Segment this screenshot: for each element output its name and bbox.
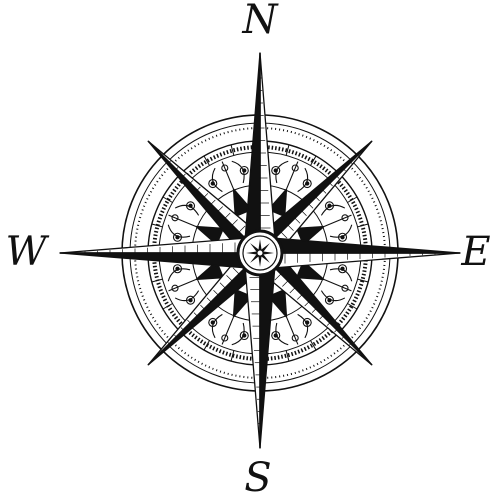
scroll-bud (221, 164, 229, 172)
center-star-ray (258, 239, 262, 253)
scroll-curl (211, 313, 223, 339)
scroll-dot (210, 181, 215, 186)
scroll-curl (297, 313, 309, 339)
center-medallion (236, 229, 284, 277)
scroll-curl (320, 204, 346, 216)
scroll-ornaments (167, 160, 353, 346)
scroll-swirl (337, 264, 348, 274)
scroll-swirl (208, 317, 218, 328)
scroll-swirl (271, 165, 281, 176)
scroll-stem (324, 214, 352, 227)
scroll-curl (167, 224, 191, 238)
scroll-swirl (271, 330, 281, 341)
scroll-curl (275, 160, 289, 184)
scroll-dot (242, 168, 247, 173)
center-star-ray (258, 253, 262, 267)
center-star-ray (246, 251, 260, 255)
scroll-swirl (208, 178, 218, 189)
cardinal-point-3 (59, 236, 261, 270)
scroll-swirl (302, 178, 312, 189)
west-label: W (5, 229, 47, 275)
scroll-stem (168, 279, 196, 292)
center-star-ray (250, 243, 260, 253)
scroll-stem (286, 317, 299, 345)
scroll-swirl (337, 232, 348, 242)
scroll-swirl (185, 201, 196, 211)
scroll-curl (275, 322, 289, 346)
scroll-swirl (185, 295, 196, 305)
scroll-bud (291, 164, 299, 172)
scroll-swirl (302, 317, 312, 328)
scroll-stem (221, 161, 234, 189)
intercardinal-point-1 (249, 242, 373, 366)
scroll-curl (167, 268, 191, 282)
scroll-dot (273, 168, 278, 173)
scroll-dot (175, 235, 180, 240)
scroll-bud (341, 214, 349, 222)
scroll-curl (231, 322, 245, 346)
scroll-dot (340, 266, 345, 271)
scroll-curl (174, 204, 200, 216)
scroll-bud (341, 284, 349, 292)
scroll-dot (305, 320, 310, 325)
scroll-dot (175, 266, 180, 271)
scroll-bud (171, 214, 179, 222)
scroll-dot (273, 333, 278, 338)
scroll-curl (211, 167, 223, 193)
center-star-ray (250, 253, 260, 263)
scroll-bud (221, 334, 229, 342)
scroll-swirl (172, 264, 183, 274)
scroll-curl (174, 290, 200, 302)
scroll-dot (210, 320, 215, 325)
cardinal-point-2 (243, 252, 277, 449)
scroll-swirl (324, 295, 335, 305)
scroll-dot (188, 203, 193, 208)
scroll-curl (297, 167, 309, 193)
south-label: S (244, 455, 272, 500)
east-label: E (461, 229, 491, 275)
scroll-bud (171, 284, 179, 292)
scroll-curl (320, 290, 346, 302)
scroll-dot (327, 203, 332, 208)
north-label: N (242, 0, 278, 43)
intercardinal-point-0 (249, 140, 373, 264)
scroll-dot (327, 298, 332, 303)
scroll-swirl (324, 201, 335, 211)
scroll-stem (286, 161, 299, 189)
scroll-stem (324, 279, 352, 292)
scroll-dot (242, 333, 247, 338)
center-star-ray (260, 251, 274, 255)
scroll-dot (188, 298, 193, 303)
intercardinal-points (147, 140, 373, 366)
scroll-stem (168, 214, 196, 227)
scroll-dot (340, 235, 345, 240)
scroll-curl (329, 268, 353, 282)
scroll-curl (231, 160, 245, 184)
scroll-stem (221, 317, 234, 345)
scroll-swirl (239, 330, 249, 341)
scroll-swirl (239, 165, 249, 176)
scroll-curl (329, 224, 353, 238)
scroll-swirl (172, 232, 183, 242)
scroll-bud (291, 334, 299, 342)
center-star-ray (260, 243, 270, 253)
center-star-ray (260, 253, 270, 263)
scroll-dot (305, 181, 310, 186)
